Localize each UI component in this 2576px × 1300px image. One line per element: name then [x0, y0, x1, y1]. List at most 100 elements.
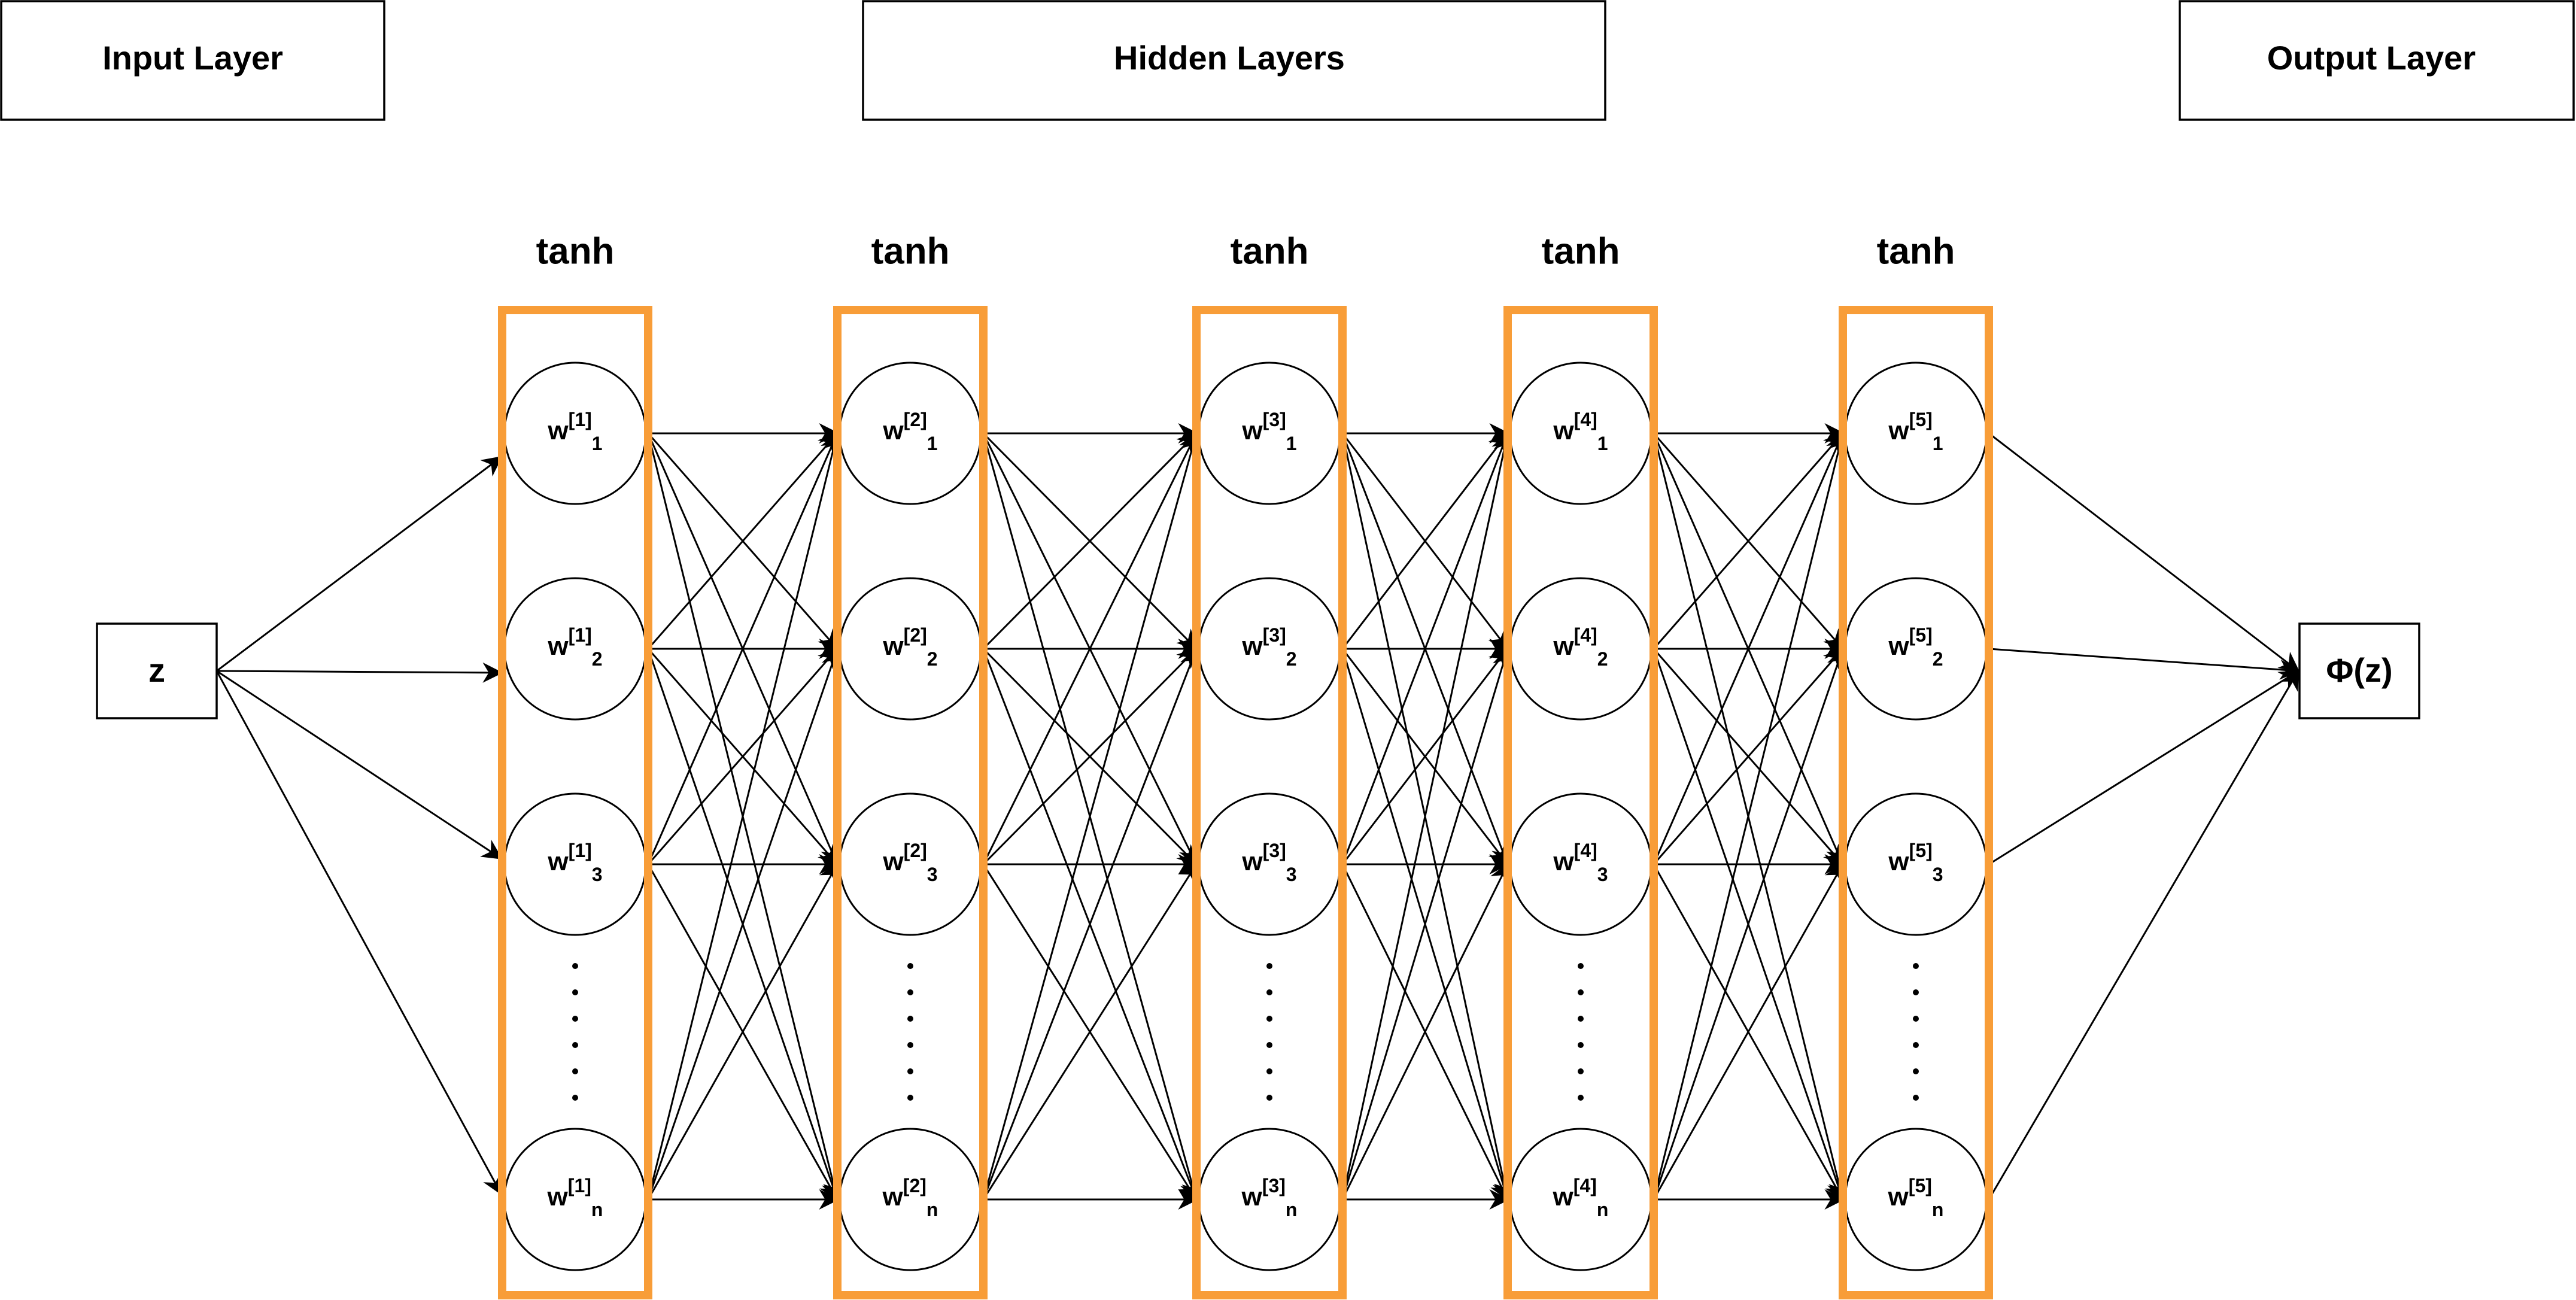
- neuron-node: w[4]3: [1509, 792, 1652, 936]
- neuron-node: w[2]3: [839, 792, 982, 936]
- neuron-node: w[3]2: [1198, 577, 1341, 721]
- activation-label: tanh: [1231, 230, 1309, 272]
- neuron-node: w[2]n: [839, 1128, 982, 1271]
- neuron-node: w[3]n: [1198, 1128, 1341, 1271]
- layer-connection: [647, 431, 843, 1200]
- layer-frame: [833, 306, 988, 1299]
- ellipsis-dots: [572, 963, 578, 1101]
- ellipsis-dots: [1578, 963, 1584, 1101]
- neuron-node: w[3]3: [1198, 792, 1341, 936]
- activation-label: tanh: [1542, 230, 1620, 272]
- neuron-label: w[1]3: [547, 840, 602, 885]
- neuron-node: w[4]n: [1509, 1128, 1652, 1271]
- neuron-node: w[5]3: [1844, 792, 1988, 936]
- layer-connection: [1341, 646, 1512, 1200]
- layer-frame: [1503, 306, 1658, 1299]
- neuron-label: w[5]n: [1888, 1175, 1944, 1220]
- hidden-layer-1: tanh w[1]1 w[1]2 w[1]3 w[1]n: [498, 230, 652, 1299]
- layer-connection: [1341, 431, 1514, 1200]
- layer-connection: [647, 646, 842, 1200]
- hidden-layer-5: tanh w[5]1 w[5]2 w[5]3 w[5]n: [1839, 230, 1993, 1299]
- neuron-node: w[3]1: [1198, 362, 1341, 505]
- hidden-layer-3: tanh w[3]1 w[3]2 w[3]3 w[3]n: [1192, 230, 1347, 1299]
- layer-connection: [1652, 862, 1844, 1200]
- layer-connection: [1652, 646, 1847, 1200]
- input-connection: [215, 670, 502, 1195]
- neuron-node: w[5]2: [1844, 577, 1988, 721]
- neuron-label: w[4]3: [1553, 840, 1608, 885]
- hidden-layers-title: Hidden Layers: [1114, 39, 1345, 77]
- input-connection: [216, 662, 503, 683]
- layer-frame: [498, 306, 652, 1299]
- neuron-node: w[4]1: [1509, 362, 1652, 505]
- layer-connection: [982, 647, 1198, 865]
- hidden-layer-4: tanh w[4]1 w[4]2 w[4]3 w[4]n: [1503, 230, 1658, 1299]
- layer-connection: [1341, 431, 1511, 865]
- layer-connection: [1652, 647, 1845, 865]
- neuron-label: w[2]1: [882, 409, 937, 454]
- hidden-layers-header: Hidden Layers: [862, 0, 1606, 121]
- layer-connection: [1652, 431, 1849, 1200]
- layer-connection: [647, 431, 840, 865]
- neuron-label: w[1]1: [547, 409, 602, 454]
- layer-connection: [647, 862, 839, 1200]
- output-connection: [1988, 670, 2300, 865]
- neuron-node: w[2]1: [839, 362, 982, 505]
- neuron-label: w[5]3: [1888, 840, 1943, 885]
- neuron-label: w[4]1: [1553, 409, 1608, 454]
- neuron-label: w[3]3: [1241, 840, 1296, 885]
- input-node: z: [96, 622, 218, 719]
- layer-connection: [982, 862, 1198, 1200]
- output-connection: [1988, 669, 2299, 1200]
- output-layer-title: Output Layer: [2267, 39, 2475, 77]
- layer-connection: [982, 646, 1199, 1200]
- layer-connection: [1341, 862, 1509, 1200]
- neuron-label: w[5]1: [1888, 409, 1943, 454]
- neuron-node: w[5]n: [1844, 1128, 1988, 1271]
- activation-label: tanh: [1877, 230, 1955, 272]
- input-connection: [216, 455, 503, 672]
- neuron-label: w[4]n: [1553, 1175, 1609, 1220]
- activation-label: tanh: [536, 230, 615, 272]
- connections: [215, 423, 2301, 1210]
- neuron-label: w[2]n: [882, 1175, 938, 1220]
- layer-frame: [1192, 306, 1347, 1299]
- neuron-node: w[1]n: [503, 1128, 647, 1271]
- neuron-label: w[1]n: [547, 1175, 603, 1220]
- ellipsis-dots: [907, 963, 913, 1101]
- layer-connection: [1341, 647, 1509, 865]
- neuron-node: w[1]2: [503, 577, 647, 721]
- hidden-layer-2: tanh w[2]1 w[2]2 w[2]3 w[2]n: [833, 230, 988, 1299]
- input-layer-header: Input Layer: [0, 0, 385, 121]
- neuron-node: w[1]3: [503, 792, 647, 936]
- output-connection: [1988, 648, 2301, 680]
- neuron-label: w[2]3: [882, 840, 937, 885]
- neuron-label: w[3]2: [1241, 624, 1296, 670]
- activation-label: tanh: [871, 230, 950, 272]
- layer-connection: [982, 431, 1202, 1200]
- output-node-label: Φ(z): [2326, 651, 2392, 689]
- neuron-label: w[1]2: [547, 624, 602, 670]
- input-layer-title: Input Layer: [102, 39, 283, 77]
- neuron-node: w[2]2: [839, 577, 982, 721]
- neuron-label: w[3]1: [1241, 409, 1296, 454]
- ellipsis-dots: [1913, 963, 1919, 1101]
- neuron-node: w[1]1: [503, 362, 647, 505]
- neuron-node: w[5]1: [1844, 362, 1988, 505]
- layer-frame: [1839, 306, 1993, 1299]
- layer-connection: [1341, 432, 1509, 649]
- layer-connection: [1652, 431, 1845, 865]
- ellipsis-dots: [1266, 963, 1272, 1101]
- layer-connection: [647, 432, 839, 649]
- output-connection: [1988, 432, 2300, 673]
- neuron-label: w[4]2: [1553, 624, 1608, 670]
- layer-connection: [982, 432, 1198, 650]
- input-connection: [216, 670, 503, 859]
- layer-connection: [647, 647, 839, 865]
- layer-connection: [982, 431, 1198, 865]
- neuron-node: w[4]2: [1509, 577, 1652, 721]
- neuron-label: w[5]2: [1888, 624, 1943, 670]
- output-node: Φ(z): [2298, 622, 2420, 719]
- neuron-label: w[3]n: [1241, 1175, 1298, 1220]
